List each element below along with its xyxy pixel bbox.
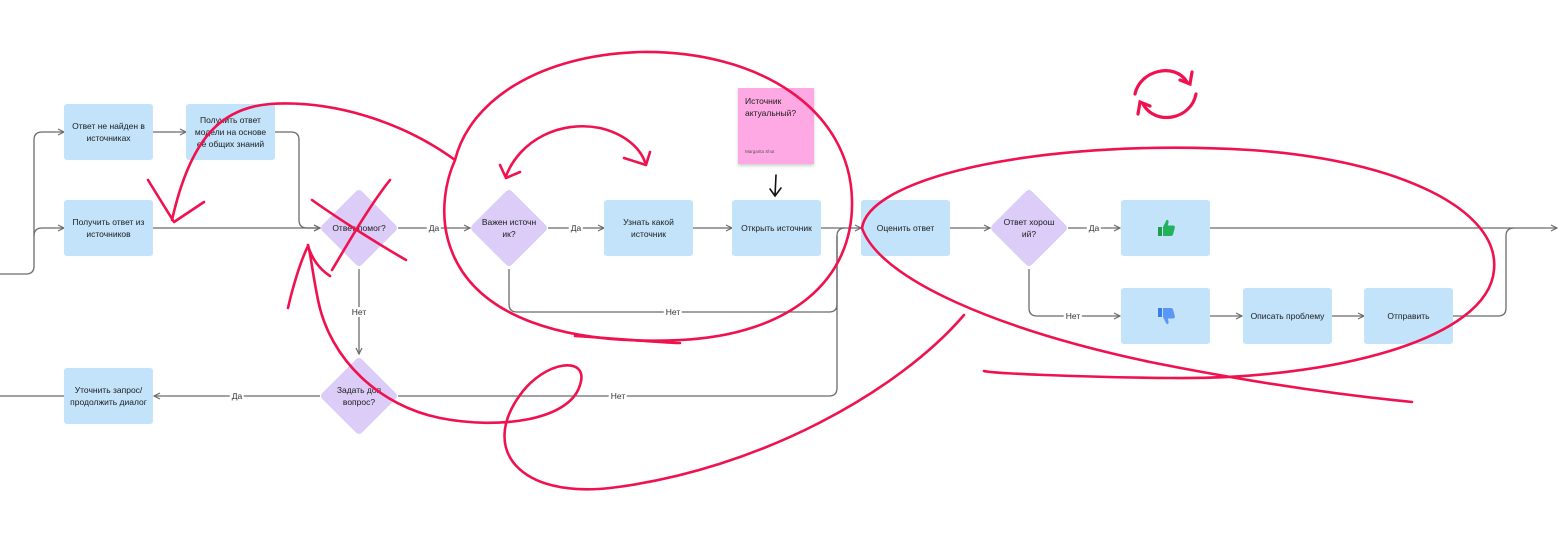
node-send-label: Отправить (1387, 311, 1430, 321)
node-evaluate-answer[interactable]: Оценить ответ (861, 200, 950, 256)
decision-source-important-label: Важен источн ик? (481, 217, 537, 239)
sticky-arrow (769, 174, 782, 198)
sticky-note-author: Margarita Shut (745, 149, 775, 154)
node-answer-not-found[interactable]: Ответ не найден в источниках (64, 104, 153, 160)
edge-label-ask-no: Нет (608, 391, 628, 401)
edge-label-ask-yes: Да (229, 391, 245, 401)
node-clarify-request-label: Уточнить запрос/ продолжить диалог (70, 385, 147, 407)
node-get-model-answer-label: Получить ответ модели на основе её общих… (194, 115, 267, 149)
connector-entry (0, 132, 64, 275)
node-get-answer-sources[interactable]: Получить ответ из источников (64, 200, 153, 256)
node-describe-problem-label: Описать проблему (1250, 311, 1325, 321)
node-clarify-request[interactable]: Уточнить запрос/ продолжить диалог (64, 368, 153, 424)
node-open-source[interactable]: Открыть источник (732, 200, 821, 256)
thumbs-down-icon (1157, 308, 1175, 325)
connector-ask-no (398, 236, 838, 397)
edge-label-important-no: Нет (663, 307, 683, 317)
edge-label-important-yes: Да (568, 223, 584, 233)
decision-answer-good-label: Ответ хорош ий? (1003, 217, 1055, 239)
node-evaluate-answer-label: Оценить ответ (876, 223, 935, 233)
thumbs-up-icon (1157, 219, 1175, 236)
connectors (0, 132, 1557, 396)
edge-label-good-no: Нет (1063, 311, 1083, 321)
node-get-answer-sources-label: Получить ответ из источников (72, 217, 145, 239)
node-find-source[interactable]: Узнать какой источник (604, 200, 693, 256)
connector-entry-middle (33, 228, 64, 237)
decision-answer-helped-label: Ответ помог? (332, 223, 386, 233)
edge-label-helped-yes: Да (426, 223, 442, 233)
sticky-note-text: Источник актуальный? (745, 96, 797, 118)
refresh-icon (1133, 69, 1198, 120)
node-send[interactable]: Отправить (1364, 288, 1453, 344)
node-answer-not-found-label: Ответ не найден в источниках (72, 121, 145, 143)
node-get-model-answer[interactable]: Получить ответ модели на основе её общих… (186, 104, 275, 160)
node-thumbs-down[interactable] (1121, 288, 1210, 344)
connector-send-exit (1453, 227, 1515, 317)
sticky-note[interactable]: Источник актуальный? Margarita Shut (738, 88, 814, 164)
edge-label-good-yes: Да (1086, 223, 1102, 233)
edge-label-helped-no: Нет (349, 307, 369, 317)
decision-ask-more-label: Задать доп вопрос? (336, 385, 382, 407)
connector-model-to-helped (275, 131, 320, 228)
node-open-source-label: Открыть источник (741, 223, 812, 233)
node-describe-problem[interactable]: Описать проблему (1243, 288, 1332, 344)
node-find-source-label: Узнать какой источник (623, 217, 674, 239)
connector-good-no (1028, 269, 1120, 316)
node-thumbs-up[interactable] (1121, 200, 1210, 256)
